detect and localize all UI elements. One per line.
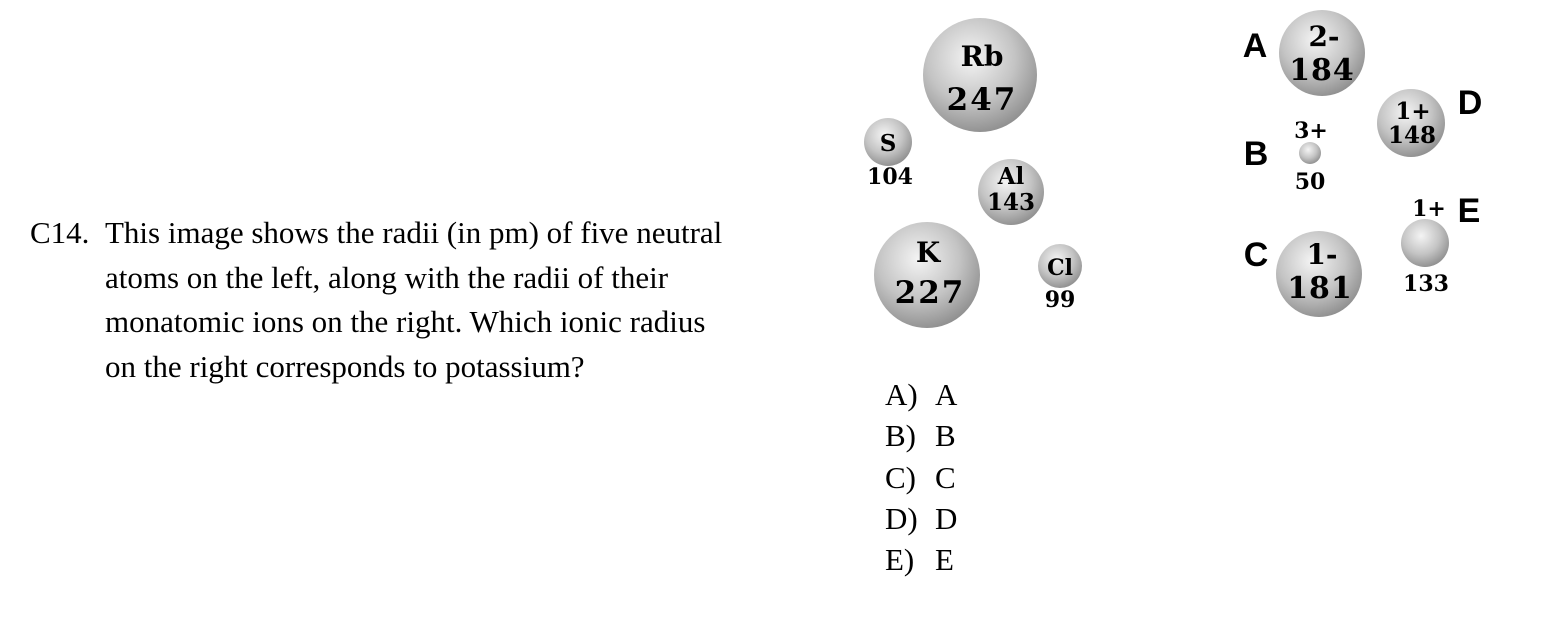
atom-s: S 104 xyxy=(864,118,913,190)
ion-d-radius: 148 xyxy=(1388,122,1436,149)
ion-a-charge: 2- xyxy=(1308,20,1339,53)
ion-e-charge: 1+ xyxy=(1412,196,1446,222)
choice-b[interactable]: B) B xyxy=(885,415,957,456)
atom-al-radius: 143 xyxy=(987,189,1035,216)
ion-d: D 1+ 148 xyxy=(1377,84,1482,157)
choice-a-text: A xyxy=(935,377,958,412)
choice-b-text: B xyxy=(935,418,956,454)
ion-d-sphere xyxy=(1377,89,1445,157)
ion-b-radius: 50 xyxy=(1295,169,1326,195)
ion-b-letter: B xyxy=(1244,135,1269,173)
atom-rb-radius: 247 xyxy=(947,82,1018,118)
atom-cl: Cl 99 xyxy=(1038,244,1082,313)
question-text: This image shows the radii (in pm) of fi… xyxy=(105,215,723,384)
atom-s-radius: 104 xyxy=(867,164,913,190)
ion-c: C 1- 181 xyxy=(1244,231,1362,317)
atom-rb: Rb 247 xyxy=(923,18,1037,132)
ion-e-letter: E xyxy=(1458,192,1481,230)
atom-k-sphere xyxy=(874,222,980,328)
question-block: C14. This image shows the radii (in pm) … xyxy=(30,211,730,389)
choice-e[interactable]: E) E xyxy=(885,539,957,580)
ion-d-letter: D xyxy=(1458,84,1483,122)
atom-k: K 227 xyxy=(874,222,980,328)
atom-rb-sphere xyxy=(923,18,1037,132)
atom-al-sphere xyxy=(978,159,1044,225)
atom-s-symbol: S xyxy=(880,130,897,157)
choice-c[interactable]: C) C xyxy=(885,457,957,498)
atom-k-radius: 227 xyxy=(895,275,966,311)
ion-d-charge: 1+ xyxy=(1395,98,1430,125)
atom-cl-sphere xyxy=(1038,244,1082,288)
ion-b: B 3+ 50 xyxy=(1244,118,1328,195)
choice-a[interactable]: A) A xyxy=(885,374,957,415)
atom-rb-symbol: Rb xyxy=(961,40,1004,73)
ion-c-sphere xyxy=(1276,231,1362,317)
ion-a-sphere xyxy=(1279,10,1365,96)
question-number: C14. xyxy=(30,215,90,250)
choice-d[interactable]: D) D xyxy=(885,498,957,539)
atom-cl-symbol: Cl xyxy=(1047,255,1073,281)
ion-e-sphere xyxy=(1401,219,1449,267)
ion-e-radius: 133 xyxy=(1403,271,1449,297)
choice-b-label: B) xyxy=(885,418,916,454)
choice-a-label: A) xyxy=(885,377,918,412)
choice-e-label: E) xyxy=(885,542,915,578)
ion-c-charge: 1- xyxy=(1306,238,1337,271)
atom-cl-radius: 99 xyxy=(1045,287,1076,313)
ion-c-letter: C xyxy=(1244,236,1269,274)
choice-e-text: E xyxy=(935,542,954,578)
ion-b-charge: 3+ xyxy=(1294,118,1328,144)
choice-d-text: D xyxy=(935,500,958,536)
ion-a-radius: 184 xyxy=(1289,53,1355,88)
ion-b-sphere xyxy=(1299,142,1321,164)
ion-e: E 1+ 133 xyxy=(1401,192,1480,297)
ion-a: A 2- 184 xyxy=(1243,10,1365,96)
atom-al: Al 143 xyxy=(978,159,1044,225)
atom-s-sphere xyxy=(864,118,912,166)
answer-choices: A) A B) B C) C D) D E) E xyxy=(885,374,957,580)
choice-c-text: C xyxy=(935,459,956,495)
atom-k-symbol: K xyxy=(916,236,942,269)
ion-c-radius: 181 xyxy=(1287,271,1353,306)
ion-a-letter: A xyxy=(1243,27,1268,65)
choice-c-label: C) xyxy=(885,459,916,495)
atom-al-symbol: Al xyxy=(997,163,1025,190)
choice-d-label: D) xyxy=(885,500,918,536)
